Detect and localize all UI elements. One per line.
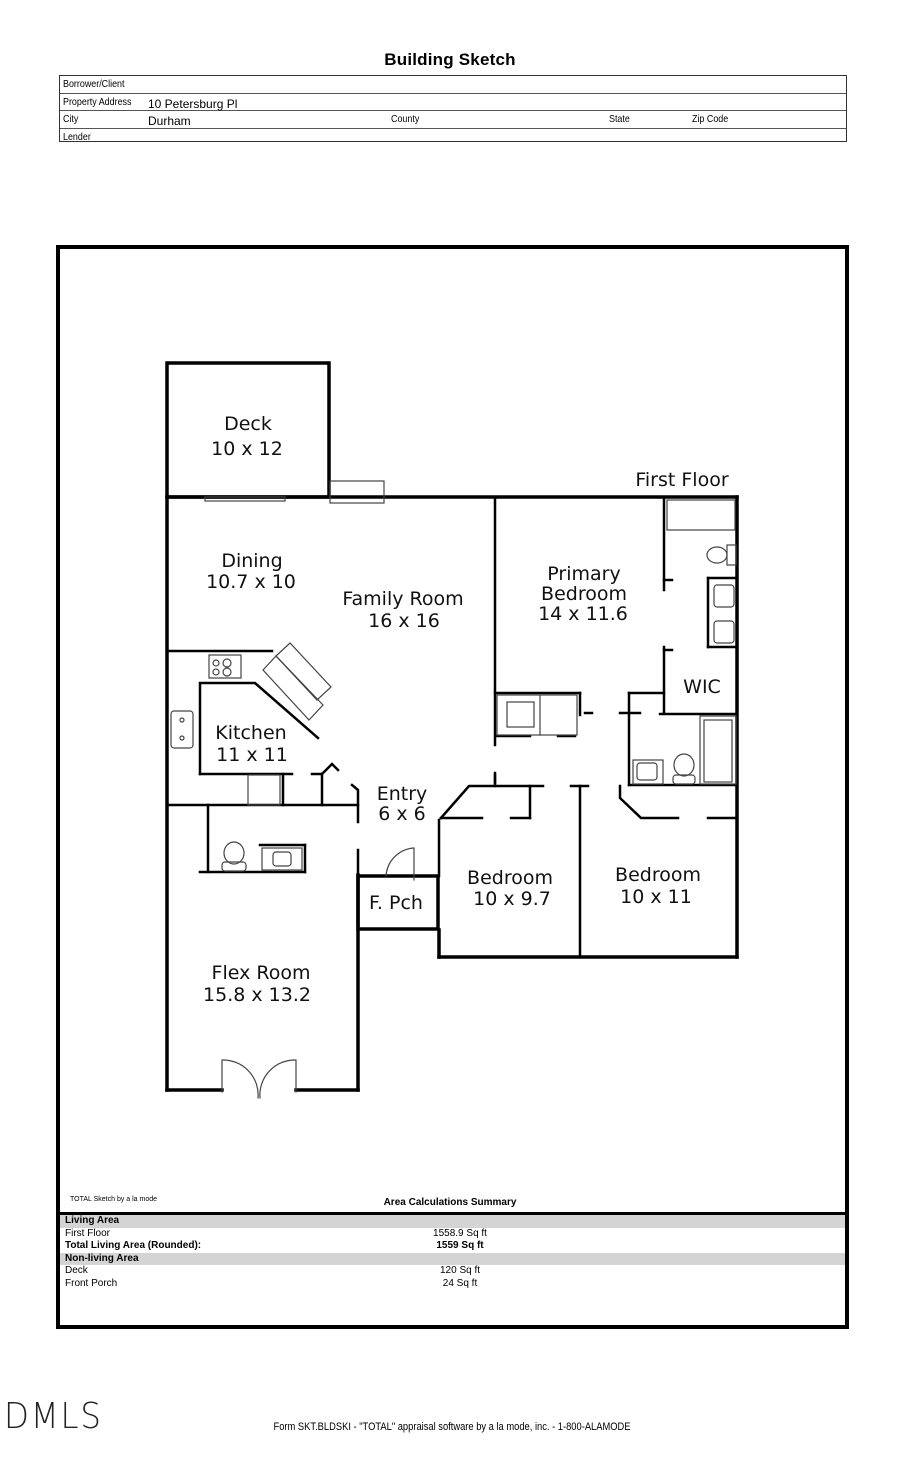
summary-row-label: Deck xyxy=(65,1265,88,1276)
summary-row: First Floor 1558.9 Sq ft xyxy=(60,1228,845,1241)
state-label: State xyxy=(609,113,630,125)
room-deck-dims: 10 x 12 xyxy=(211,438,283,460)
summary-section-nonliving: Non-living Area xyxy=(60,1252,845,1265)
room-primary-dims: 14 x 11.6 xyxy=(538,603,628,625)
room-wic-name: WIC xyxy=(683,676,721,698)
room-deck-name: Deck xyxy=(224,413,272,435)
summary-row-value: 1559 Sq ft xyxy=(436,1240,484,1251)
room-entry-name: Entry xyxy=(377,783,428,805)
room-flex-dims: 15.8 x 13.2 xyxy=(203,984,311,1006)
room-dining-dims: 10.7 x 10 xyxy=(206,571,296,593)
summary-row: Front Porch 24 Sq ft xyxy=(60,1278,845,1291)
summary-row-value: 120 Sq ft xyxy=(439,1265,481,1276)
room-family-name: Family Room xyxy=(342,588,463,610)
borrower-row: Borrower/Client xyxy=(60,76,846,94)
room-dining-name: Dining xyxy=(221,550,282,572)
zip-label: Zip Code xyxy=(692,113,729,125)
city-value: Durham xyxy=(148,114,191,128)
lender-label: Lender xyxy=(63,130,91,143)
lender-row: Lender xyxy=(60,129,846,146)
room-primary-name2: Bedroom xyxy=(541,583,627,605)
borrower-label: Borrower/Client xyxy=(63,78,125,90)
summary-divider xyxy=(60,1212,845,1215)
address-value: 10 Petersburg Pl xyxy=(148,96,238,111)
city-row: City Durham County State Zip Code xyxy=(60,111,846,129)
summary-title: Area Calculations Summary xyxy=(383,1197,517,1208)
form-footer-text: Form SKT.BLDSKI - "TOTAL" appraisal soft… xyxy=(273,1421,632,1433)
summary-row-value: 24 Sq ft xyxy=(442,1277,478,1289)
room-kitchen-name: Kitchen xyxy=(215,722,286,744)
address-row: Property Address 10 Petersburg Pl xyxy=(60,94,846,111)
room-kitchen-dims: 11 x 11 xyxy=(216,744,288,766)
room-entry-dims: 6 x 6 xyxy=(378,803,426,825)
software-tag: TOTAL Sketch by a la mode xyxy=(70,1196,158,1203)
room-primary-name: Primary xyxy=(547,563,620,585)
dmls-logo: DMLS xyxy=(4,1396,103,1437)
room-bedroom3-name: Bedroom xyxy=(615,864,701,886)
summary-row-value: 1558.9 Sq ft xyxy=(433,1227,487,1239)
document-title: Building Sketch xyxy=(384,50,516,69)
front-porch-outline xyxy=(356,874,440,931)
summary-row-label: Living Area xyxy=(65,1215,120,1226)
room-bedroom2-dims: 10 x 9.7 xyxy=(473,888,551,910)
county-label: County xyxy=(391,113,420,125)
room-flex-name: Flex Room xyxy=(212,962,311,984)
room-porch-name: F. Pch xyxy=(369,892,423,914)
address-label: Property Address xyxy=(63,95,132,108)
summary-row-label: Front Porch xyxy=(65,1277,118,1289)
floor-label: First Floor xyxy=(635,469,728,491)
summary-row-label: First Floor xyxy=(65,1227,110,1239)
room-bedroom3-dims: 10 x 11 xyxy=(620,886,692,908)
city-label: City xyxy=(63,113,79,125)
room-bedroom2-name: Bedroom xyxy=(467,867,553,889)
area-summary-table: Living Area First Floor 1558.9 Sq ft Tot… xyxy=(60,1212,845,1290)
form-footer: Form SKT.BLDSKI - "TOTAL" appraisal soft… xyxy=(0,1421,900,1433)
summary-row-label: Total Living Area (Rounded): xyxy=(65,1240,202,1251)
property-header-table: Borrower/Client Property Address 10 Pete… xyxy=(59,75,847,143)
summary-row-total: Total Living Area (Rounded): 1559 Sq ft xyxy=(60,1240,845,1253)
summary-row-label: Non-living Area xyxy=(65,1252,139,1264)
summary-row: Deck 120 Sq ft xyxy=(60,1265,845,1278)
room-family-dims: 16 x 16 xyxy=(368,610,440,632)
sketch-frame xyxy=(56,245,849,1329)
summary-section-living: Living Area xyxy=(60,1215,845,1228)
